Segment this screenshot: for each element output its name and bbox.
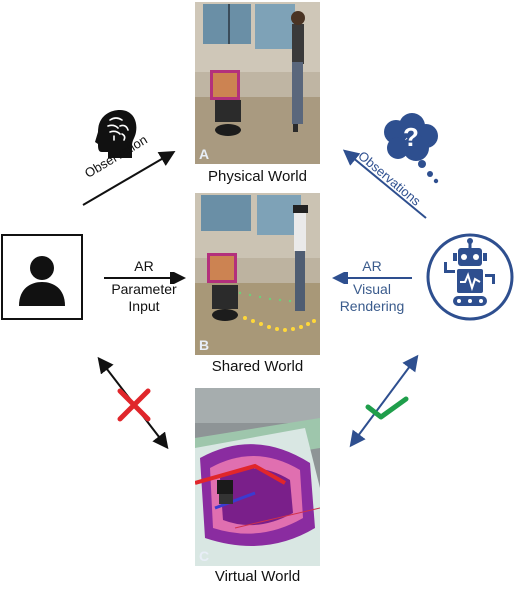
ar-visual-rendering-label: AR Visual Rendering <box>322 258 422 315</box>
ar-visual-rendering-arrow <box>332 272 412 284</box>
physical-world-caption: Physical World <box>208 168 307 185</box>
ar-param-line2: Parameter <box>111 281 177 297</box>
panel-c-badge: C <box>199 548 210 564</box>
ar-parameter-arrow <box>104 272 186 284</box>
observations-arrow <box>342 149 427 219</box>
ar-visual-line2: Visual <box>353 281 391 297</box>
head-brain-icon <box>90 108 140 160</box>
ar-visual-line1: AR <box>362 258 382 274</box>
thought-bubble-question-icon: ? <box>378 112 442 186</box>
virtual-world-render: C <box>195 388 320 566</box>
ar-visual-line3: Rendering <box>339 298 405 314</box>
panel-a-badge: A <box>199 146 210 162</box>
ar-param-line1: AR <box>134 258 154 274</box>
observation-arrow <box>82 150 176 206</box>
cross-icon <box>117 388 151 422</box>
robot-virtual-double-arrow <box>349 354 419 448</box>
svg-text:?: ? <box>403 122 419 152</box>
ar-parameter-input-label: AR Parameter Input <box>94 258 194 315</box>
checkmark-icon <box>365 396 409 420</box>
shared-world-caption: Shared World <box>211 358 304 375</box>
robot-icon <box>425 232 515 322</box>
shared-world-photo: B <box>195 193 320 355</box>
panel-b-badge: B <box>199 337 210 353</box>
person-icon <box>19 256 65 306</box>
physical-world-photo: A <box>195 2 320 164</box>
virtual-world-caption: Virtual World <box>214 568 301 585</box>
ar-param-line3: Input <box>128 298 160 314</box>
person-icon-frame <box>1 234 83 320</box>
